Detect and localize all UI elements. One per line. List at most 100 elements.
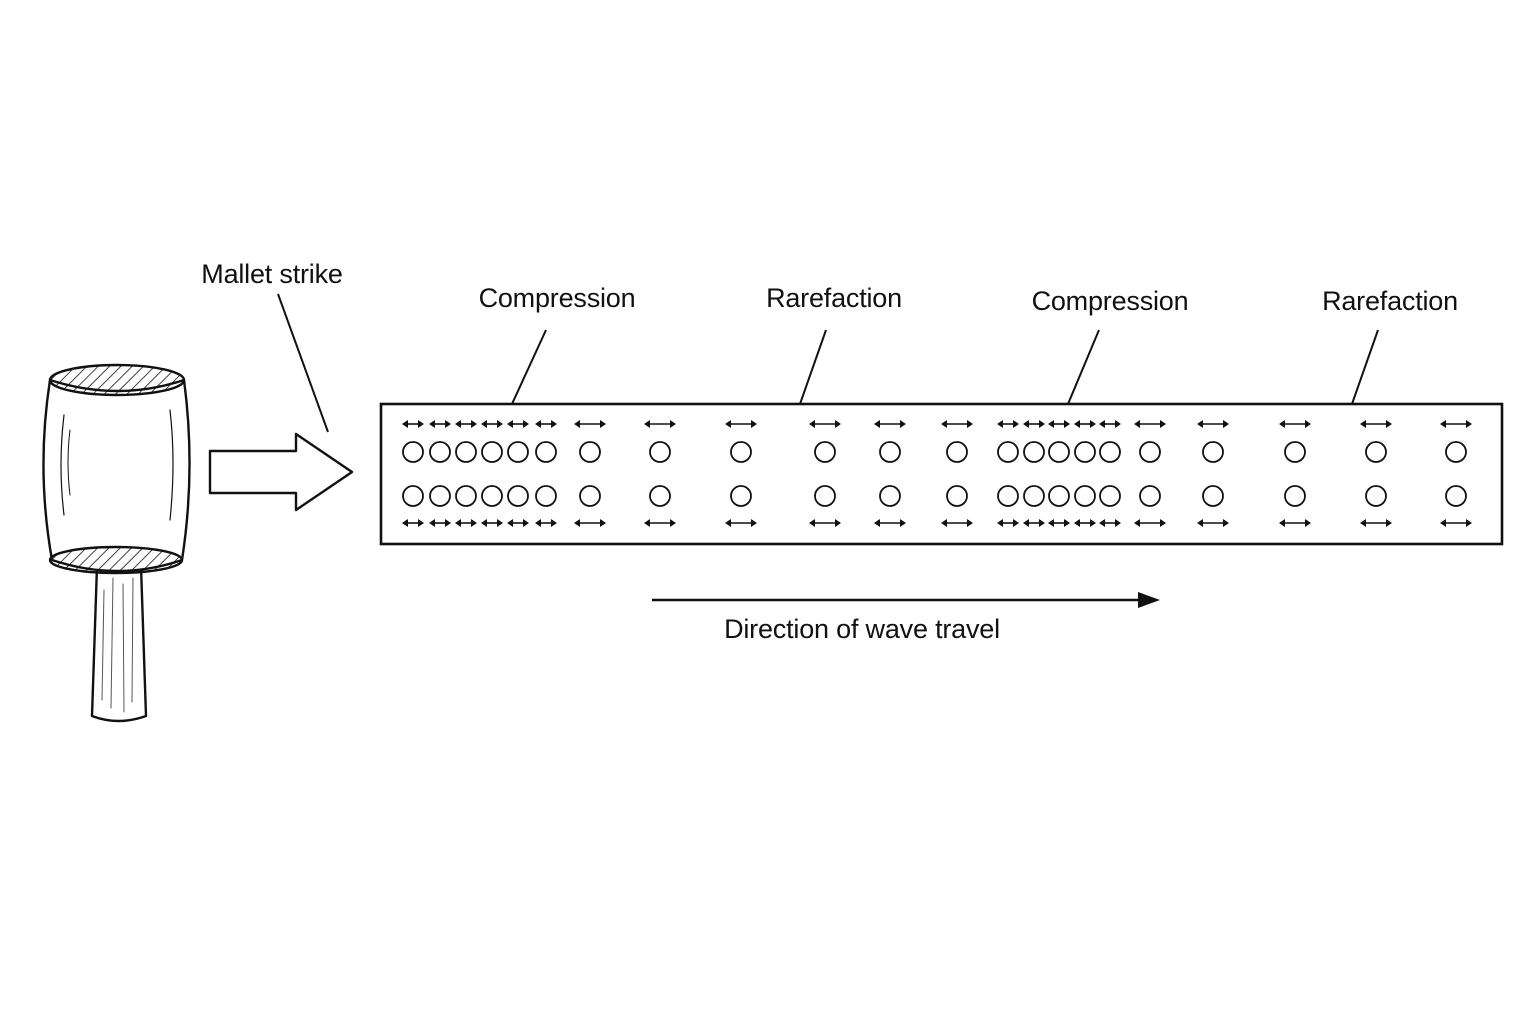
double-headed-arrow-icon [809, 519, 841, 527]
circle-icon [997, 441, 1019, 463]
double-headed-arrow-icon [402, 519, 424, 527]
circle-icon [1139, 485, 1161, 507]
double-headed-arrow-icon [997, 420, 1019, 428]
double-headed-arrow-icon [1440, 420, 1472, 428]
circle-icon [481, 485, 503, 507]
circle-icon [1202, 485, 1224, 507]
arrow-right-icon [652, 592, 1160, 608]
double-headed-arrow-icon [1134, 420, 1166, 428]
double-headed-arrow-icon [574, 519, 606, 527]
particles-group [402, 420, 1472, 527]
circle-icon [1284, 485, 1306, 507]
circle-icon [1074, 485, 1096, 507]
double-headed-arrow-icon [1099, 420, 1121, 428]
double-headed-arrow-icon [1134, 519, 1166, 527]
double-headed-arrow-icon [874, 420, 906, 428]
label-direction-of-wave-travel: Direction of wave travel [724, 614, 1000, 644]
mallet-icon [42, 363, 191, 723]
circle-icon [429, 485, 451, 507]
leader-lines [277, 293, 1379, 433]
double-headed-arrow-icon [1197, 420, 1229, 428]
circle-icon [879, 441, 901, 463]
double-headed-arrow-icon [429, 519, 451, 527]
double-headed-arrow-icon [1023, 420, 1045, 428]
double-headed-arrow-icon [507, 519, 529, 527]
circle-icon [1365, 485, 1387, 507]
circle-icon [507, 485, 529, 507]
double-headed-arrow-icon [644, 519, 676, 527]
double-headed-arrow-icon [1440, 519, 1472, 527]
double-headed-arrow-icon [1048, 420, 1070, 428]
double-headed-arrow-icon [481, 519, 503, 527]
double-headed-arrow-icon [1074, 519, 1096, 527]
circle-icon [507, 441, 529, 463]
double-headed-arrow-icon [535, 519, 557, 527]
circle-icon [1365, 441, 1387, 463]
circle-icon [1202, 441, 1224, 463]
label-rarefaction-2: Rarefaction [1322, 286, 1458, 316]
double-headed-arrow-icon [1074, 420, 1096, 428]
circle-icon [1048, 441, 1070, 463]
circle-icon [814, 485, 836, 507]
hollow-arrow-icon [208, 432, 354, 512]
label-mallet-strike: Mallet strike [201, 259, 343, 289]
double-headed-arrow-icon [402, 420, 424, 428]
circle-icon [1074, 441, 1096, 463]
leader-line-rarefaction-1 [799, 329, 827, 405]
circle-icon [535, 441, 557, 463]
leader-line-mallet [277, 293, 329, 433]
circle-icon [402, 441, 424, 463]
double-headed-arrow-icon [1360, 420, 1392, 428]
circle-icon [579, 441, 601, 463]
leader-line-compression-2 [1067, 329, 1100, 405]
circle-icon [481, 441, 503, 463]
double-headed-arrow-icon [507, 420, 529, 428]
double-headed-arrow-icon [1279, 420, 1311, 428]
circle-icon [455, 485, 477, 507]
double-headed-arrow-icon [1099, 519, 1121, 527]
circle-icon [1099, 441, 1121, 463]
double-headed-arrow-icon [535, 420, 557, 428]
circle-icon [649, 441, 671, 463]
circle-icon [730, 441, 752, 463]
circle-icon [1099, 485, 1121, 507]
double-headed-arrow-icon [941, 420, 973, 428]
double-headed-arrow-icon [1023, 519, 1045, 527]
double-headed-arrow-icon [725, 519, 757, 527]
double-headed-arrow-icon [1360, 519, 1392, 527]
circle-icon [1284, 441, 1306, 463]
leader-line-rarefaction-2 [1351, 329, 1379, 405]
double-headed-arrow-icon [455, 519, 477, 527]
double-headed-arrow-icon [1197, 519, 1229, 527]
circle-icon [535, 485, 557, 507]
double-headed-arrow-icon [455, 420, 477, 428]
circle-icon [1023, 485, 1045, 507]
label-rarefaction-1: Rarefaction [766, 283, 902, 313]
circle-icon [455, 441, 477, 463]
circle-icon [402, 485, 424, 507]
double-headed-arrow-icon [997, 519, 1019, 527]
double-headed-arrow-icon [429, 420, 451, 428]
double-headed-arrow-icon [644, 420, 676, 428]
circle-icon [1445, 441, 1467, 463]
double-headed-arrow-icon [725, 420, 757, 428]
double-headed-arrow-icon [874, 519, 906, 527]
circle-icon [1023, 441, 1045, 463]
double-headed-arrow-icon [941, 519, 973, 527]
circle-icon [946, 485, 968, 507]
double-headed-arrow-icon [1048, 519, 1070, 527]
double-headed-arrow-icon [481, 420, 503, 428]
circle-icon [1048, 485, 1070, 507]
circle-icon [579, 485, 601, 507]
circle-icon [879, 485, 901, 507]
circle-icon [946, 441, 968, 463]
label-compression-1: Compression [478, 283, 636, 313]
circle-icon [997, 485, 1019, 507]
circle-icon [1139, 441, 1161, 463]
double-headed-arrow-icon [1279, 519, 1311, 527]
double-headed-arrow-icon [809, 420, 841, 428]
medium-bar [379, 402, 1504, 546]
circle-icon [1445, 485, 1467, 507]
circle-icon [814, 441, 836, 463]
